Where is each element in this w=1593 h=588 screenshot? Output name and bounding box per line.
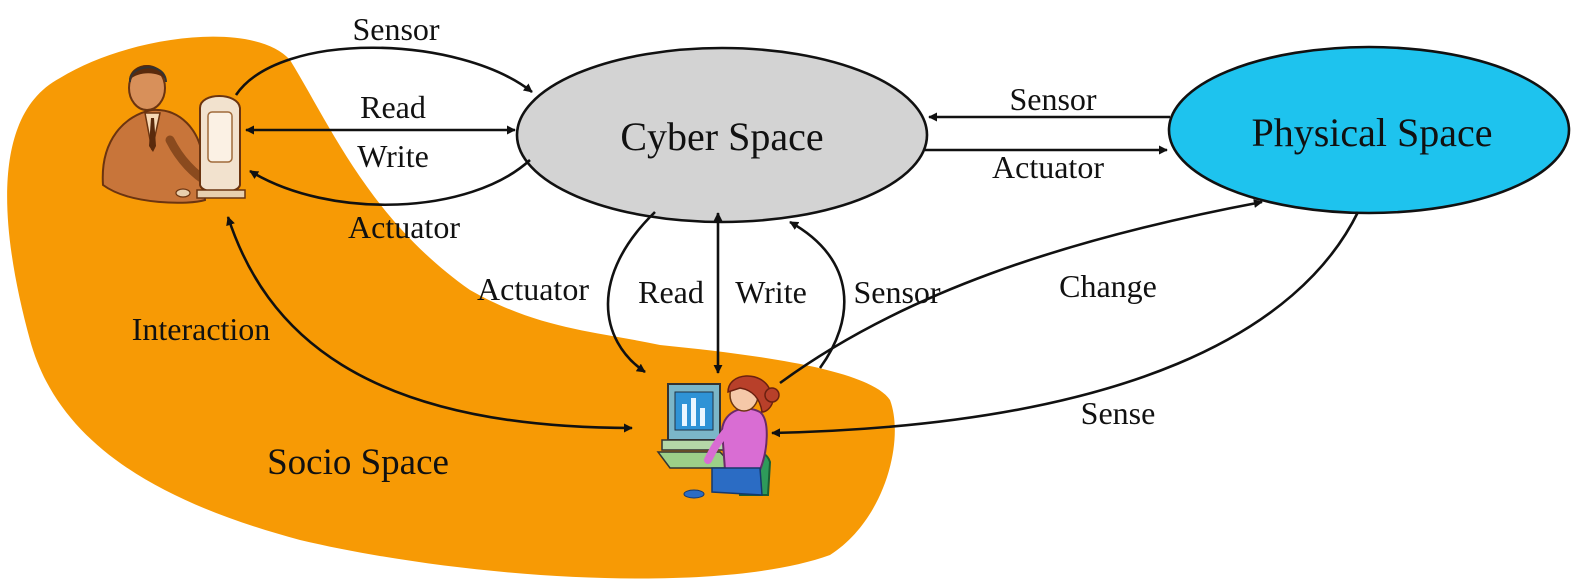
physical-space-label: Physical Space bbox=[1251, 110, 1492, 155]
physical-space-node: Physical Space bbox=[1167, 45, 1571, 215]
man-at-computer-icon bbox=[101, 64, 246, 204]
edge-label-interaction: Interaction bbox=[132, 311, 271, 347]
edge-label-man-read: Read bbox=[360, 89, 426, 125]
edge-label-physical-sensor: Sensor bbox=[1009, 81, 1096, 117]
edge-label-sense: Sense bbox=[1081, 395, 1156, 431]
edge-label-woman-read: Read bbox=[638, 274, 704, 310]
edge-label-woman-sensor: Sensor bbox=[853, 274, 940, 310]
woman-at-computer-icon bbox=[656, 375, 780, 499]
edge-man-woman-interaction bbox=[226, 216, 633, 433]
edges: Sensor Read Write Actuator Sensor Actuat… bbox=[132, 11, 1360, 438]
cyber-space-label: Cyber Space bbox=[620, 114, 823, 159]
edge-physical-to-woman-sense bbox=[771, 211, 1360, 438]
edge-label-man-sensor: Sensor bbox=[352, 11, 439, 47]
edge-label-woman-actuator: Actuator bbox=[477, 271, 589, 307]
edge-label-woman-write: Write bbox=[735, 274, 807, 310]
edge-label-change: Change bbox=[1059, 268, 1157, 304]
cyber-space-node: Cyber Space bbox=[515, 46, 929, 224]
edge-cyber-to-man-actuator bbox=[249, 159, 531, 206]
edge-label-man-actuator: Actuator bbox=[348, 209, 460, 245]
socio-space-label: Socio Space bbox=[267, 442, 449, 483]
edge-label-man-write: Write bbox=[357, 138, 429, 174]
edge-woman-to-physical-change bbox=[779, 199, 1263, 385]
edge-man-to-cyber-sensor bbox=[234, 46, 533, 96]
edge-label-physical-actuator: Actuator bbox=[992, 149, 1104, 185]
